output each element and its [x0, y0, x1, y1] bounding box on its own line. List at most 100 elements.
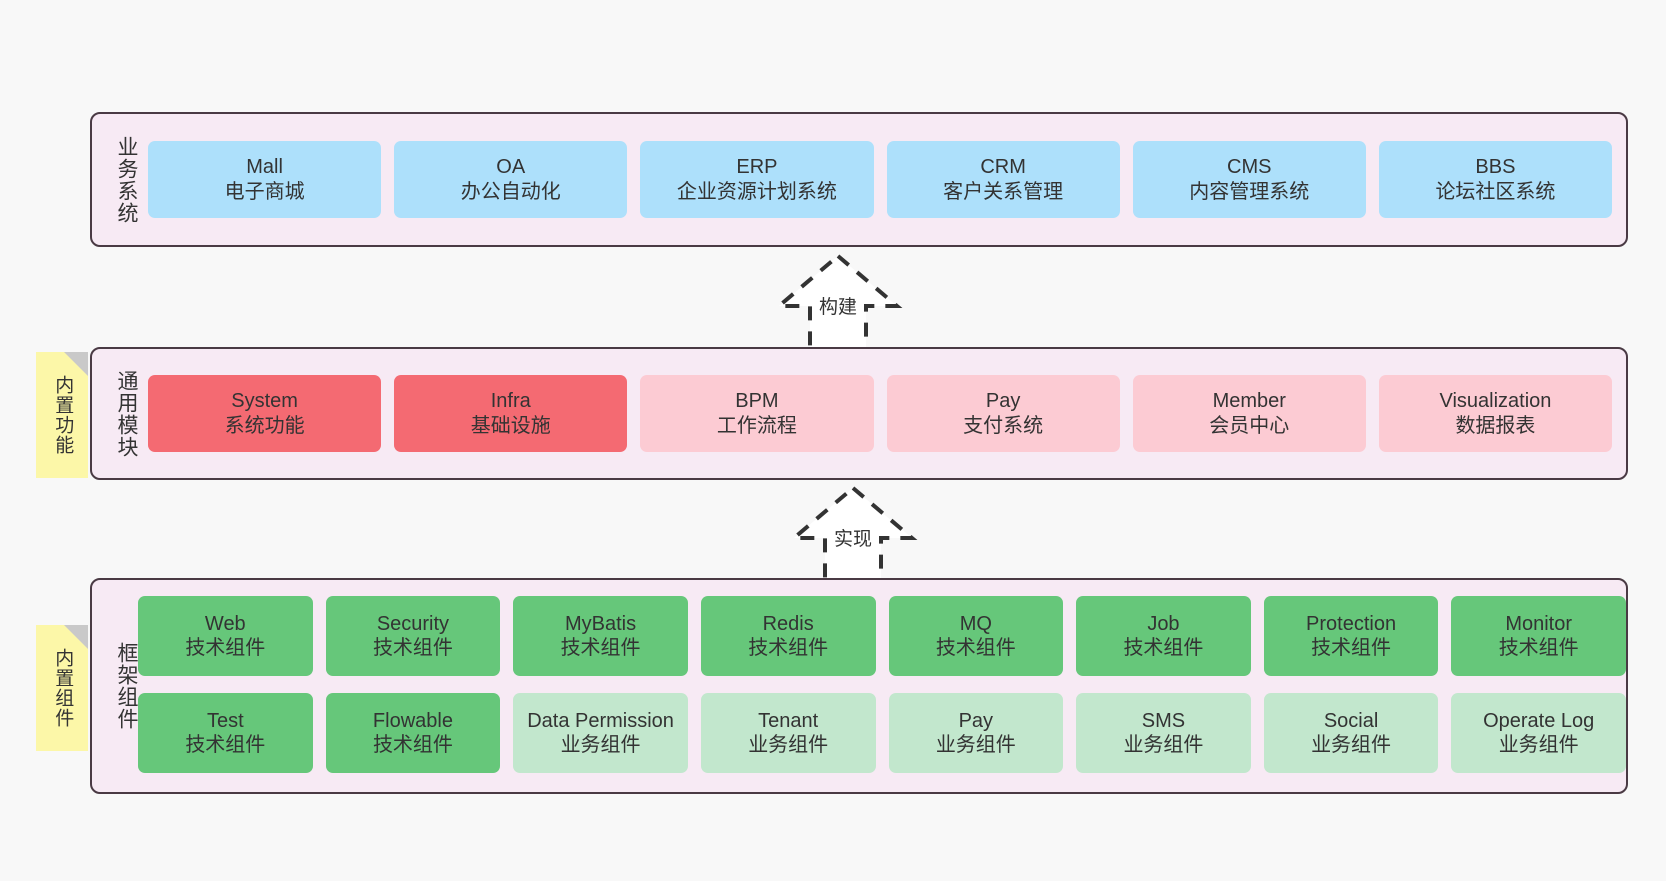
box-security-en: Security	[376, 612, 450, 635]
box-oa-cn: 办公自动化	[460, 180, 561, 203]
box-data-permission-en: Data Permission	[527, 709, 674, 732]
box-tenant-cn: 业务组件	[748, 734, 829, 756]
box-pay-component-en: Pay	[958, 709, 994, 732]
box-infra[interactable]: Infra 基础设施	[394, 375, 628, 452]
box-cms-cn: 内容管理系统	[1189, 180, 1310, 203]
box-data-permission[interactable]: Data Permission 业务组件	[513, 693, 688, 773]
layer-business-systems: 业务系统 Mall 电子商城 OA 办公自动化 ERP 企业资源计划系统 CRM…	[90, 112, 1628, 247]
box-pay-module[interactable]: Pay 支付系统	[886, 375, 1120, 452]
framework-row-business: Test 技术组件 Flowable 技术组件 Data Permission …	[138, 693, 1626, 776]
box-test-en: Test	[206, 709, 244, 732]
box-protection[interactable]: Protection 技术组件	[1263, 596, 1439, 676]
box-data-permission-cn: 业务组件	[560, 734, 641, 756]
box-crm[interactable]: CRM 客户关系管理	[886, 141, 1120, 218]
layer-business-title: 业务系统	[115, 135, 138, 224]
box-pay-component[interactable]: Pay 业务组件	[888, 693, 1064, 773]
box-member[interactable]: Member 会员中心	[1132, 375, 1366, 452]
box-system[interactable]: System 系统功能	[148, 375, 382, 452]
box-erp-en: ERP	[736, 156, 778, 179]
box-job-en: Job	[1147, 612, 1180, 635]
layer-framework-title: 框架组件	[115, 642, 138, 730]
box-mybatis-en: MyBatis	[565, 612, 637, 635]
layer-generic-modules: 通用模块 System 系统功能 Infra 基础设施 BPM 工作流程 Pay…	[90, 347, 1628, 480]
box-job[interactable]: Job 技术组件	[1076, 596, 1251, 676]
box-mybatis-cn: 技术组件	[560, 637, 641, 659]
box-web-en: Web	[204, 612, 246, 635]
box-visualization-en: Visualization	[1439, 390, 1552, 413]
box-tenant[interactable]: Tenant 业务组件	[700, 693, 876, 773]
box-operate-log-en: Operate Log	[1483, 709, 1595, 732]
note-fold-icon	[64, 625, 88, 649]
box-cms[interactable]: CMS 内容管理系统	[1132, 141, 1366, 218]
box-pay-module-en: Pay	[985, 390, 1021, 413]
box-social[interactable]: Social 业务组件	[1263, 693, 1439, 773]
box-monitor-en: Monitor	[1505, 612, 1573, 635]
layer-framework-components: 框架组件 Web 技术组件 Security 技术组件 MyBatis 技术组件…	[90, 578, 1628, 794]
layer-business-items: Mall 电子商城 OA 办公自动化 ERP 企业资源计划系统 CRM 客户关系…	[138, 114, 1626, 245]
box-test-cn: 技术组件	[185, 734, 266, 756]
note-builtin-components-label: 内置组件	[52, 648, 74, 728]
arrow-build: 构建	[745, 250, 931, 360]
box-social-cn: 业务组件	[1311, 734, 1392, 756]
box-bbs-cn: 论坛社区系统	[1435, 180, 1556, 203]
box-social-en: Social	[1323, 709, 1379, 732]
box-flowable[interactable]: Flowable 技术组件	[325, 693, 501, 773]
box-security-cn: 技术组件	[372, 637, 453, 659]
box-erp[interactable]: ERP 企业资源计划系统	[640, 141, 874, 218]
box-job-cn: 技术组件	[1123, 637, 1204, 659]
box-sms-en: SMS	[1141, 709, 1186, 732]
box-crm-en: CRM	[980, 156, 1026, 179]
box-sms[interactable]: SMS 业务组件	[1076, 693, 1251, 773]
box-visualization-cn: 数据报表	[1455, 414, 1536, 437]
box-bpm[interactable]: BPM 工作流程	[640, 375, 874, 452]
box-pay-component-cn: 业务组件	[935, 734, 1016, 756]
box-mall-cn: 电子商城	[224, 180, 305, 203]
box-operate-log-cn: 业务组件	[1498, 734, 1579, 756]
note-builtin-components: 内置组件	[36, 625, 88, 751]
box-crm-cn: 客户关系管理	[943, 180, 1064, 203]
layer-modules-items: System 系统功能 Infra 基础设施 BPM 工作流程 Pay 支付系统…	[138, 349, 1626, 478]
box-redis-cn: 技术组件	[748, 637, 829, 659]
box-bbs-en: BBS	[1475, 156, 1516, 179]
box-bpm-en: BPM	[735, 390, 779, 413]
layer-modules-title: 通用模块	[115, 369, 138, 458]
box-tenant-en: Tenant	[758, 709, 819, 732]
box-monitor-cn: 技术组件	[1498, 637, 1579, 659]
box-system-en: System	[231, 390, 298, 413]
note-fold-icon	[64, 352, 88, 376]
box-test[interactable]: Test 技术组件	[138, 693, 313, 773]
box-pay-module-cn: 支付系统	[963, 414, 1044, 437]
box-mq[interactable]: MQ 技术组件	[888, 596, 1064, 676]
box-system-cn: 系统功能	[224, 414, 305, 437]
box-bpm-cn: 工作流程	[716, 414, 797, 437]
arrow-build-label: 构建	[818, 297, 857, 318]
box-cms-en: CMS	[1227, 156, 1272, 179]
box-operate-log[interactable]: Operate Log 业务组件	[1451, 693, 1626, 773]
box-redis-en: Redis	[762, 612, 814, 635]
box-flowable-cn: 技术组件	[372, 734, 453, 756]
box-redis[interactable]: Redis 技术组件	[700, 596, 876, 676]
box-bbs[interactable]: BBS 论坛社区系统	[1378, 141, 1613, 218]
box-sms-cn: 业务组件	[1123, 734, 1204, 756]
box-erp-cn: 企业资源计划系统	[676, 180, 837, 203]
box-web-cn: 技术组件	[185, 637, 266, 659]
box-mall[interactable]: Mall 电子商城	[148, 141, 382, 218]
box-member-cn: 会员中心	[1209, 414, 1290, 437]
box-protection-en: Protection	[1306, 612, 1397, 635]
box-mq-en: MQ	[959, 612, 992, 635]
note-builtin-functions-label: 内置功能	[52, 375, 74, 455]
arrow-realize: 实现	[760, 482, 946, 592]
arrow-realize-label: 实现	[833, 529, 872, 550]
box-infra-en: Infra	[490, 390, 531, 413]
box-visualization[interactable]: Visualization 数据报表	[1378, 375, 1613, 452]
box-monitor[interactable]: Monitor 技术组件	[1451, 596, 1626, 676]
box-web[interactable]: Web 技术组件	[138, 596, 313, 676]
note-builtin-functions: 内置功能	[36, 352, 88, 478]
box-oa[interactable]: OA 办公自动化	[394, 141, 628, 218]
box-infra-cn: 基础设施	[470, 414, 551, 437]
box-security[interactable]: Security 技术组件	[325, 596, 501, 676]
box-mybatis[interactable]: MyBatis 技术组件	[513, 596, 688, 676]
box-mall-en: Mall	[246, 156, 283, 179]
box-member-en: Member	[1212, 390, 1286, 413]
